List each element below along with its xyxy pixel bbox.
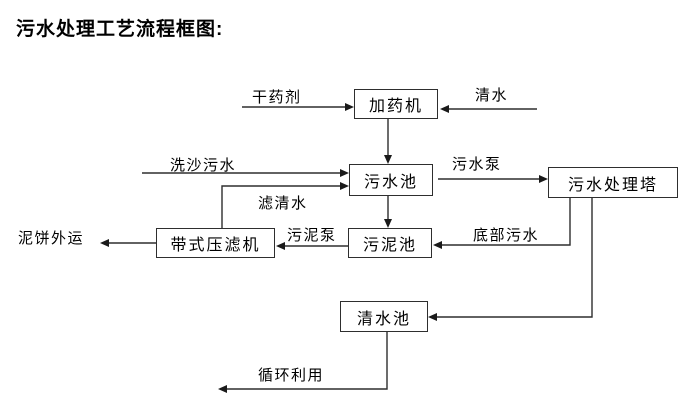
diagram-title: 污水处理工艺流程框图: [16,19,224,40]
arrow-bottom-sewage [433,198,571,249]
arrow-dosing-to-sewage-pool [384,119,392,164]
arrow-sewage-pool-to-sludge-pool [384,196,392,228]
arrow-sewage-pump [438,175,548,183]
arrow-filtered-water [221,182,349,228]
arrow-clean-water [440,105,537,113]
node-sludge-pool: 污泥池 [348,228,432,258]
label-recycle-use: 循环利用 [258,367,325,384]
label-bottom-sewage: 底部污水 [473,227,540,244]
node-clean-water-pool: 清水池 [340,301,428,332]
label-sand-washing-sewage: 洗沙污水 [170,157,237,174]
label-mud-cake-transport: 泥饼外运 [18,230,85,247]
label-clean-water: 清水 [475,87,509,104]
node-dosing-machine: 加药机 [354,89,438,119]
label-filtered-water: 滤清水 [258,195,308,212]
arrow-sludge-pump [276,242,348,250]
arrow-dry-chemical [242,103,354,111]
label-sewage-pump: 污水泵 [452,156,502,173]
node-sewage-pool: 污水池 [349,164,433,196]
node-belt-filter-press: 带式压滤机 [156,228,275,258]
arrow-tower-to-clean-water-pool [428,198,593,321]
node-sewage-treatment-tower: 污水处理塔 [548,167,678,198]
arrow-mud-cake-transport [100,239,156,247]
arrow-sand-washing-sewage [142,169,349,177]
label-sludge-pump: 污泥泵 [287,227,337,244]
arrow-recycle-use [218,332,388,393]
label-dry-chemical: 干药剂 [252,89,302,106]
